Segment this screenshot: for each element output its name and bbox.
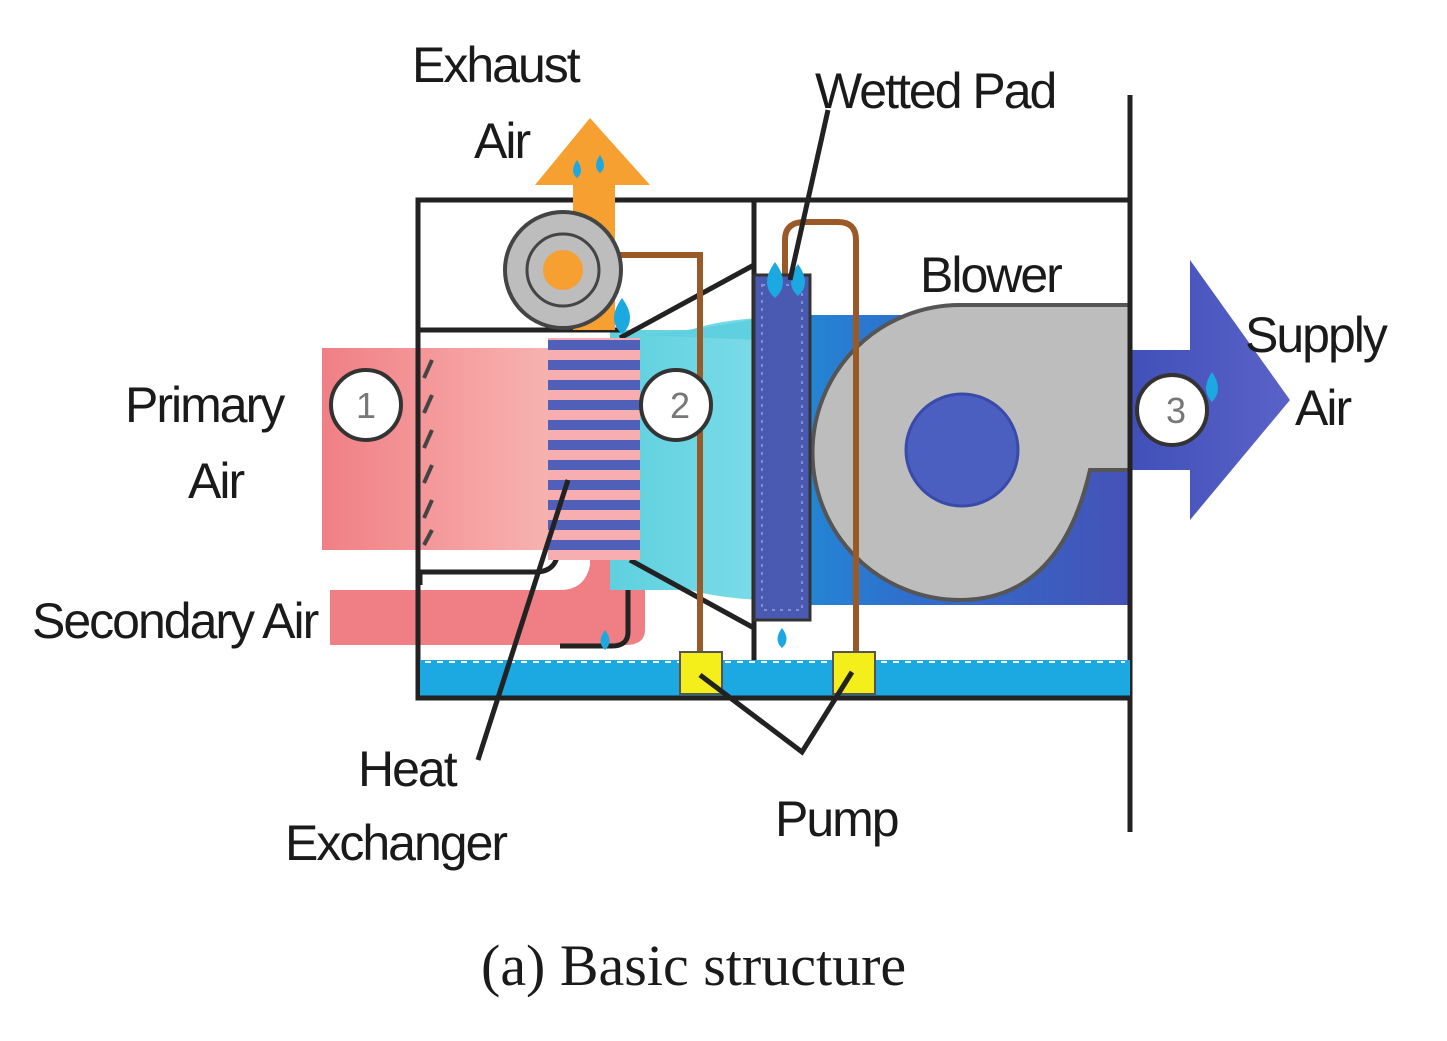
inlet-filter — [422, 359, 434, 546]
label-primary-air: Air — [188, 453, 244, 509]
wetted-pad-leader — [787, 109, 831, 281]
label-heat: Heat — [358, 741, 458, 797]
label-exhaust-air: Air — [474, 113, 530, 169]
svg-text:3: 3 — [1166, 390, 1186, 431]
wetted-pad — [752, 273, 812, 622]
label-supply-air: Air — [1295, 380, 1351, 436]
label-pump: Pump — [775, 791, 898, 847]
water-tray — [420, 660, 1130, 698]
svg-text:1: 1 — [356, 385, 376, 426]
state-point-1: 1 — [329, 368, 403, 442]
heat-exchanger-leader — [475, 479, 571, 761]
pump-leader — [698, 670, 855, 756]
label-wetted-pad: Wetted Pad — [815, 63, 1055, 119]
figure-caption: (a) Basic structure — [481, 933, 906, 998]
water-drop-icon — [600, 630, 610, 650]
water-drop-icon — [777, 628, 787, 648]
pipe-pad — [782, 219, 859, 662]
blower-wheel — [904, 392, 1020, 508]
state-point-2: 2 — [639, 368, 713, 442]
state-point-3: 3 — [1135, 373, 1209, 447]
heat-exchanger — [548, 338, 640, 560]
water-drop-icon — [791, 264, 805, 296]
label-primary: Primary — [125, 377, 285, 433]
label-exhaust: Exhaust — [412, 37, 581, 93]
water-drop-icon — [1206, 372, 1218, 402]
supply-air-arrow — [1120, 260, 1290, 520]
label-supply: Supply — [1245, 307, 1388, 363]
secondary-air-stream — [330, 520, 645, 645]
label-blower: Blower — [920, 247, 1062, 303]
label-secondary-air: Secondary Air — [32, 593, 319, 649]
svg-text:2: 2 — [670, 385, 690, 426]
water-drop-icon — [614, 298, 630, 334]
water-drop-icon — [767, 262, 783, 298]
label-exchanger: Exchanger — [285, 815, 507, 871]
